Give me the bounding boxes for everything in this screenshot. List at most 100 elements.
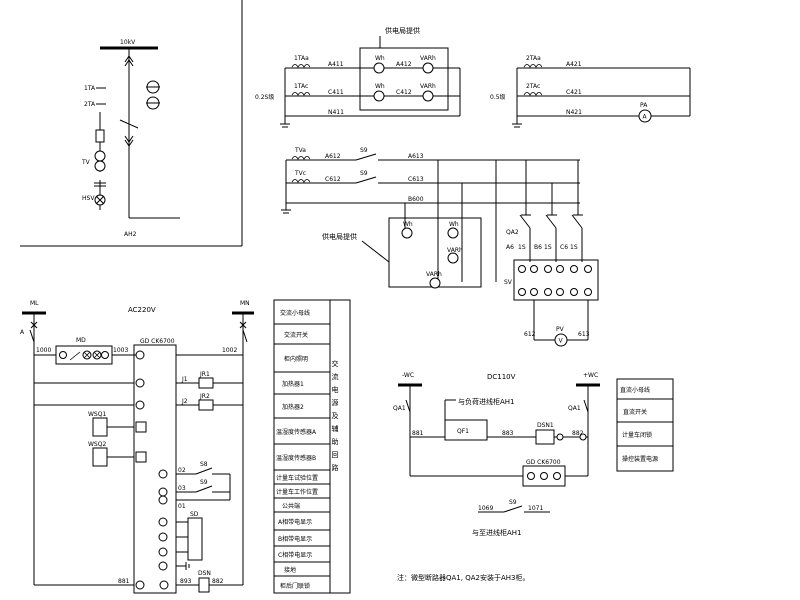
ct2-label: 2TA <box>84 101 96 108</box>
svg-text:0.5级: 0.5级 <box>490 93 506 101</box>
sensor-wsq2-icon <box>92 447 108 467</box>
svg-text:直流小母线: 直流小母线 <box>620 386 650 394</box>
switch-s8-icon <box>195 467 213 475</box>
svg-text:DSN1: DSN1 <box>537 422 554 429</box>
svg-text:计量车工作位置: 计量车工作位置 <box>276 488 318 496</box>
metering-circuit: 1TAa 1TAc A411 C411 N411 0.2S级 供电局提供 Wh … <box>255 26 461 128</box>
svg-text:B6: B6 <box>534 244 542 251</box>
hv-disconnect-icon <box>124 55 134 67</box>
hv-bus-label: 10kV <box>120 39 136 46</box>
svg-text:JR2: JR2 <box>199 393 210 400</box>
svg-text:C相带电显示: C相带电显示 <box>278 551 312 559</box>
wh-meter4-icon <box>447 227 459 239</box>
svg-text:GD CK6700: GD CK6700 <box>140 338 175 345</box>
metering-box-label: 供电局提供 <box>385 26 420 35</box>
svg-text:C613: C613 <box>408 176 424 183</box>
svg-text:TVc: TVc <box>294 170 306 177</box>
svg-text:WSQ2: WSQ2 <box>88 441 106 448</box>
wh-meter3-icon <box>401 227 413 239</box>
svg-text:A411: A411 <box>328 61 344 68</box>
ac-supply-label: AC220V <box>128 306 156 314</box>
ammeter-pa-icon <box>638 109 652 123</box>
qa-left-x-icon <box>30 321 38 329</box>
svg-text:B相带电显示: B相带电显示 <box>278 535 312 543</box>
wh-meter2-icon <box>373 90 385 102</box>
svg-text:A6: A6 <box>506 244 514 251</box>
svg-text:PV: PV <box>556 326 565 333</box>
sd-display-box <box>187 517 203 561</box>
fuse-icon <box>95 129 105 143</box>
dsn-lock-icon <box>198 577 210 593</box>
ground2-icon <box>512 123 522 128</box>
svg-text:1002: 1002 <box>222 347 237 354</box>
svg-text:1S: 1S <box>570 244 578 251</box>
svg-text:与负荷进线柜AH1: 与负荷进线柜AH1 <box>458 397 515 406</box>
ground3-icon <box>281 209 291 214</box>
heater-jr1-icon <box>198 377 214 389</box>
interlock-qf1-box <box>444 419 488 441</box>
svg-text:SV: SV <box>504 279 513 286</box>
svg-text:882: 882 <box>572 430 584 437</box>
svg-text:893: 893 <box>180 578 192 585</box>
svg-text:QF1: QF1 <box>457 428 469 435</box>
svg-text:J1: J1 <box>181 376 188 383</box>
svg-text:Wh: Wh <box>403 221 413 228</box>
svg-text:1S: 1S <box>544 244 552 251</box>
ground-icon <box>280 123 290 128</box>
ground4-icon <box>185 562 190 570</box>
svg-text:GD CK6700: GD CK6700 <box>526 459 561 466</box>
metering-accuracy: 0.2S级 <box>255 93 274 101</box>
svg-text:交流小母线: 交流小母线 <box>280 309 310 317</box>
qa-right-x-icon <box>239 321 247 329</box>
svg-text:计量车试验位置: 计量车试验位置 <box>276 474 318 482</box>
svg-text:C6: C6 <box>560 244 568 251</box>
ct-1taa-icon <box>291 64 311 68</box>
hv-panel: 10kV AH2 1TA 2TA TV HSV <box>20 0 243 247</box>
wh-meter1-icon <box>373 62 385 74</box>
svg-text:S8: S8 <box>200 461 208 468</box>
controller-pins <box>135 350 169 590</box>
tv-a-icon <box>291 156 311 160</box>
svg-text:S9: S9 <box>360 170 368 177</box>
svg-text:C411: C411 <box>328 89 344 96</box>
svg-text:A421: A421 <box>566 61 582 68</box>
svg-text:TVa: TVa <box>294 147 306 154</box>
svg-text:直流开关: 直流开关 <box>623 408 647 416</box>
tv-c-icon <box>291 179 311 183</box>
svg-text:881: 881 <box>118 578 130 585</box>
svg-text:02: 02 <box>178 467 186 474</box>
svg-text:V: V <box>559 338 564 345</box>
hv-switch-icon <box>119 119 139 129</box>
heater-jr2-icon <box>198 399 214 411</box>
hv-disconnect2-icon <box>124 135 134 147</box>
svg-text:柜后门联锁: 柜后门联锁 <box>280 582 310 590</box>
dsn1-lock-box <box>535 429 555 445</box>
svg-text:MN: MN <box>240 300 250 307</box>
svg-text:C612: C612 <box>325 176 341 183</box>
ct-2tac-icon <box>523 92 543 96</box>
svg-text:-WC: -WC <box>402 372 414 379</box>
svg-text:1TAc: 1TAc <box>294 83 308 90</box>
svg-text:612: 612 <box>524 331 536 338</box>
svg-text:操控装置电源: 操控装置电源 <box>622 455 658 463</box>
svg-text:1TAa: 1TAa <box>294 55 309 62</box>
svg-text:881: 881 <box>412 430 424 437</box>
svg-text:01: 01 <box>178 503 186 510</box>
sv-terminals <box>518 265 592 296</box>
svg-text:ML: ML <box>30 300 39 307</box>
switch-s9-a-icon <box>355 153 377 161</box>
dc-switch-s9-icon <box>503 505 523 513</box>
svg-text:J2: J2 <box>181 398 188 405</box>
svg-text:S9: S9 <box>200 479 208 486</box>
svg-text:SD: SD <box>190 511 199 518</box>
varh-meter2-icon <box>422 90 434 102</box>
svg-text:加热器2: 加热器2 <box>282 403 304 411</box>
svg-text:1000: 1000 <box>36 347 51 354</box>
svg-text:+WC: +WC <box>583 372 598 379</box>
svg-text:QA1: QA1 <box>568 405 581 412</box>
svg-text:与至进线柜AH1: 与至进线柜AH1 <box>472 528 522 537</box>
svg-text:VARh: VARh <box>447 247 463 254</box>
tv-coil2-icon <box>94 160 106 172</box>
current-meter-circuit: 2TAa 2TAc A421 C421 N421 0.5级 A PA <box>490 55 691 128</box>
svg-text:柜内照明: 柜内照明 <box>284 355 308 363</box>
